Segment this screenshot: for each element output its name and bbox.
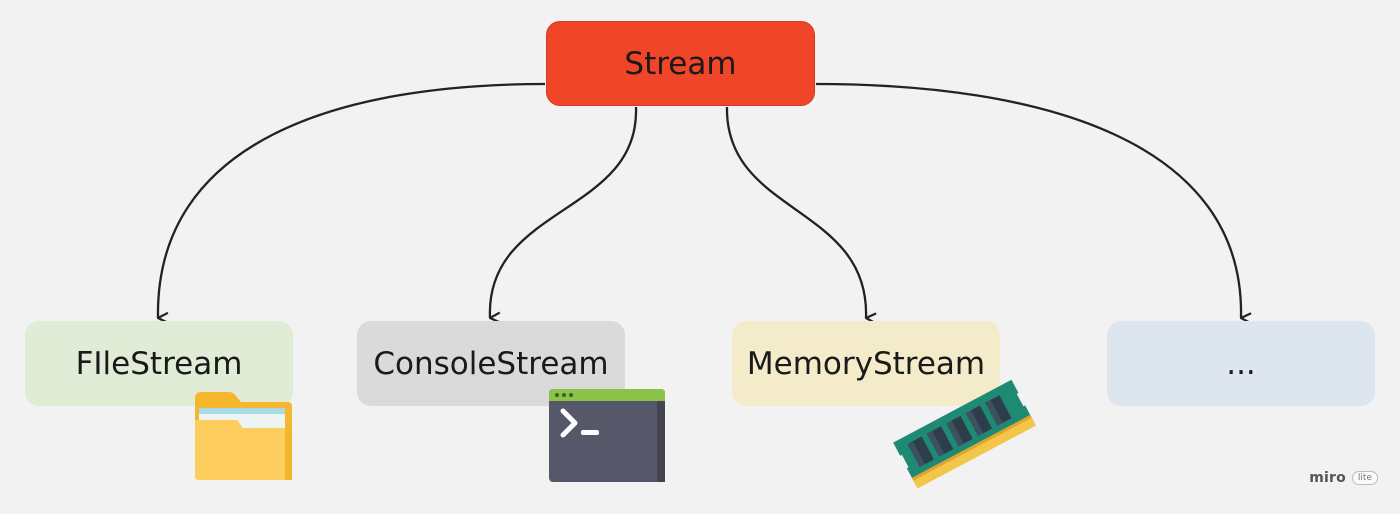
miro-logo-text: miro [1309, 470, 1346, 486]
memory-module-icon [893, 379, 1036, 489]
edge-stream-memorystream [725, 106, 866, 318]
miro-lite-watermark: miro lite [1309, 470, 1378, 486]
edge-stream-consolestream [488, 106, 638, 318]
more-streams-node[interactable]: ... [1107, 321, 1375, 406]
memorystream-node[interactable]: MemoryStream [732, 321, 1000, 406]
terminal-icon [549, 389, 665, 482]
edge-stream-filestream [156, 82, 546, 318]
edge-stream-more [815, 82, 1241, 318]
stream-node[interactable]: Stream [546, 21, 815, 106]
folder-icon [195, 392, 292, 480]
filestream-node[interactable]: FIleStream [25, 321, 293, 406]
lite-badge: lite [1351, 471, 1378, 485]
